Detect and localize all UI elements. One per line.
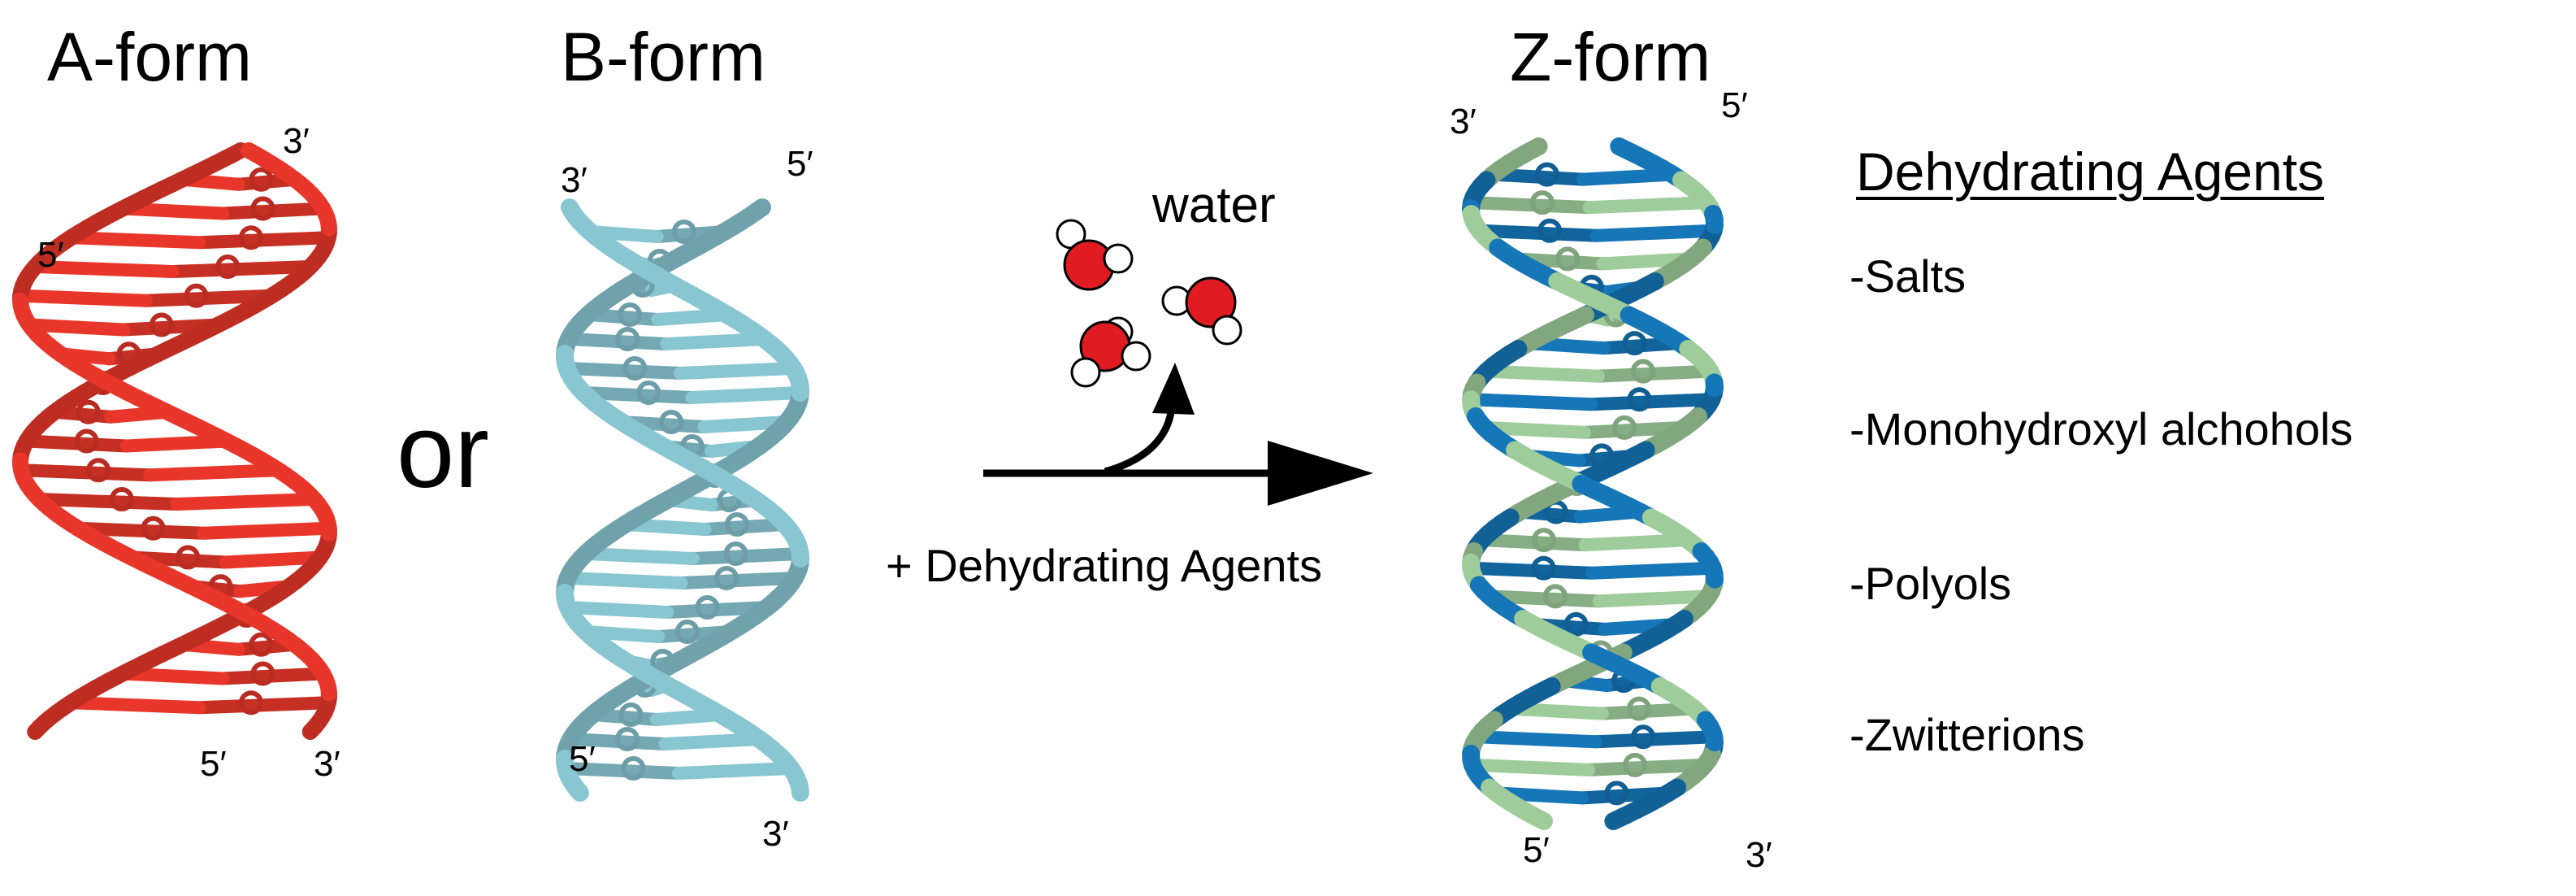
a-form-end-5prime-bottom: 5′ — [200, 744, 227, 784]
dehydrating-agents-caption: + Dehydrating Agents — [886, 540, 1323, 591]
agent-item-salts: -Salts — [1850, 250, 1967, 302]
a-form-title: A-form — [47, 19, 252, 95]
water-molecule-icon — [1070, 316, 1151, 388]
water-molecule-icon — [1056, 219, 1134, 291]
z-form-end-5prime-bottom: 5′ — [1523, 830, 1550, 870]
b-form-end-3prime-top: 3′ — [561, 160, 588, 200]
z-form-end-3prime-top: 3′ — [1450, 102, 1477, 141]
z-form-end-5prime-top: 5′ — [1721, 85, 1748, 125]
agents-list-heading: Dehydrating Agents — [1856, 141, 2325, 202]
or-connector: or — [397, 394, 489, 510]
a-form-end-5prime-top: 5′ — [37, 235, 64, 275]
z-form-title: Z-form — [1510, 19, 1711, 95]
reaction-arrow-icon — [983, 441, 1373, 506]
a-form-helix — [12, 142, 337, 740]
a-form-end-3prime-top: 3′ — [283, 121, 310, 161]
water-label: water — [1152, 177, 1276, 233]
z-form-end-3prime-bottom: 3′ — [1746, 835, 1772, 875]
a-form-end-3prime-bottom: 3′ — [314, 744, 340, 784]
b-form-title: B-form — [561, 19, 765, 95]
agent-item-polyols: -Polyols — [1850, 558, 2012, 609]
b-form-helix — [556, 198, 809, 802]
curved-arrow-icon — [1104, 363, 1195, 476]
water-molecule-icon — [1161, 276, 1242, 346]
b-form-end-5prime-bottom: 5′ — [569, 739, 596, 779]
agent-item-zwitterions: -Zwitterions — [1850, 709, 2085, 760]
z-form-helix — [1462, 137, 1724, 830]
agent-item-monohydroxyl-alcohols: -Monohydroxyl alchohols — [1850, 403, 2353, 455]
b-form-end-3prime-bottom: 3′ — [762, 814, 789, 854]
b-form-end-5prime-top: 5′ — [787, 144, 813, 184]
